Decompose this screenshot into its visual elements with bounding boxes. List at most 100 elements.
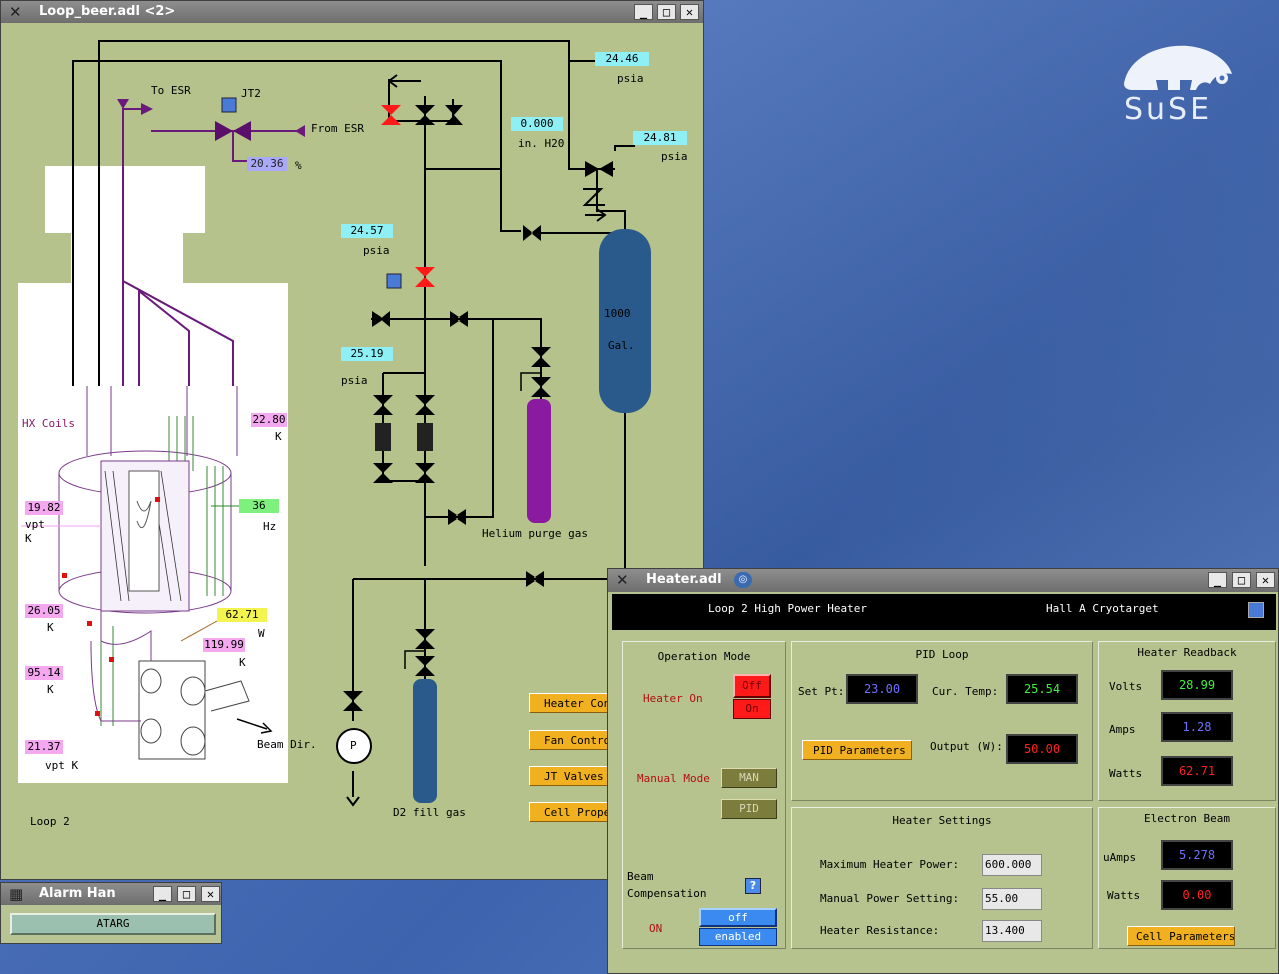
heater-on-label: Heater On: [643, 692, 703, 705]
pump-label: P: [350, 739, 357, 752]
beam-watts-label: Watts: [1107, 889, 1141, 902]
heater-header-icon[interactable]: [1248, 602, 1264, 618]
suse-logo-text: SuSE: [1124, 92, 1213, 127]
cur-temp-readout: 25.54: [1006, 674, 1078, 704]
heater-off-button[interactable]: Off: [733, 674, 771, 698]
max-power-label: Maximum Heater Power:: [820, 858, 960, 871]
max-power-field[interactable]: 600.000: [982, 854, 1042, 876]
pressure-top-unit: psia: [617, 72, 644, 85]
vpt-left-unit-k: K: [25, 532, 32, 545]
cell-parameters-button[interactable]: Cell Parameters: [1127, 926, 1235, 946]
uamps-label: uAmps: [1103, 851, 1137, 864]
pressure-right-unit: psia: [661, 150, 688, 163]
vpt-bottom-readout: 21.37: [25, 740, 63, 754]
from-esr-label: From ESR: [311, 122, 364, 135]
atarg-button[interactable]: ATARG: [10, 913, 216, 935]
pump-icon: [336, 728, 372, 764]
heater-minimize-button[interactable]: _: [1208, 572, 1227, 588]
operation-mode-panel: Operation Mode Heater On Off On Manual M…: [622, 641, 786, 949]
close-button[interactable]: ✕: [680, 4, 699, 20]
heater-control-button[interactable]: Heater Control: [529, 693, 609, 713]
cur-temp-label: Cur. Temp:: [932, 685, 999, 698]
resistance-field[interactable]: 13.400: [982, 920, 1042, 942]
alarm-window-title: Alarm Han: [39, 886, 116, 901]
cell-properties-button[interactable]: Cell Properties: [529, 802, 609, 822]
beam-comp-label-2: Compensation: [627, 887, 707, 900]
beam-dir-label: Beam Dir.: [257, 738, 317, 751]
x-logo-icon: ✕: [9, 3, 22, 21]
minimize-button[interactable]: _: [634, 4, 653, 20]
alarm-maximize-button[interactable]: □: [177, 886, 196, 902]
heater-close-button[interactable]: ✕: [1256, 572, 1275, 588]
pressure-right-readout: 24.81: [633, 131, 687, 145]
to-esr-label: To ESR: [151, 84, 191, 97]
temp-9514-readout: 95.14: [25, 666, 63, 680]
beam-comp-on-status: ON: [649, 922, 663, 935]
electron-beam-panel: Electron Beam uAmps 5.278 Watts 0.00 Cel…: [1098, 807, 1276, 949]
temp-11999-readout: 119.99: [203, 638, 245, 652]
heater-window: ✕ Heater.adl ◎ _ □ ✕ Loop 2 High Power H…: [607, 568, 1279, 974]
suse-small-icon: ◎: [734, 572, 752, 588]
jt-valves-button[interactable]: JT Valves: [529, 766, 609, 786]
manual-power-field[interactable]: 55.00: [982, 888, 1042, 910]
heater-window-titlebar[interactable]: ✕ Heater.adl ◎ _ □ ✕: [608, 569, 1278, 592]
pid-parameters-button[interactable]: PID Parameters: [802, 740, 912, 760]
set-pt-readout: 23.00: [846, 674, 918, 704]
pressure-low-unit: psia: [341, 374, 368, 387]
heater-on-button[interactable]: On: [733, 699, 771, 719]
x-logo-icon: ✕: [616, 571, 629, 589]
alarm-window-titlebar[interactable]: ▦ Alarm Han _ □ ✕: [1, 883, 221, 905]
manual-mode-label: Manual Mode: [637, 772, 710, 785]
jt2-percent-unit: %: [295, 159, 302, 172]
loop-window-title: Loop_beer.adl <2>: [39, 4, 176, 19]
temp-2605-unit: K: [47, 621, 54, 634]
watts-readout: 62.71: [1161, 756, 1233, 786]
heater-watts-readout: 62.71: [217, 608, 267, 622]
uamps-readout: 5.278: [1161, 840, 1233, 870]
pressure-h2o-readout: 0.000: [511, 117, 563, 131]
suse-chameleon-icon: [1124, 45, 1232, 90]
vpt-left-readout: 19.82: [25, 501, 63, 515]
beam-comp-enabled-button[interactable]: enabled: [699, 928, 777, 946]
manual-power-label: Manual Power Setting:: [820, 892, 960, 905]
hx-coils-label: HX Coils: [22, 417, 75, 430]
jt2-percent-readout: 20.36: [247, 157, 287, 171]
resistance-label: Heater Resistance:: [820, 924, 940, 937]
helium-purge-label: Helium purge gas: [482, 527, 588, 540]
heater-maximize-button[interactable]: □: [1232, 572, 1251, 588]
fan-hz-unit: Hz: [263, 520, 277, 533]
alarm-window: ▦ Alarm Han _ □ ✕ ATARG: [0, 882, 222, 944]
operation-mode-title: Operation Mode: [657, 650, 751, 663]
loop2-label: Loop 2: [30, 815, 70, 828]
alarm-minimize-button[interactable]: _: [153, 886, 172, 902]
heater-readback-title: Heater Readback: [1137, 646, 1237, 659]
beam-comp-off-button[interactable]: off: [699, 908, 777, 927]
fan-control-button[interactable]: Fan Control: [529, 730, 609, 750]
vpt-bottom-unit: vpt K: [45, 759, 79, 772]
temp-2605-readout: 26.05: [25, 604, 63, 618]
temp-9514-unit: K: [47, 683, 54, 696]
pressure-h2o-unit: in. H20: [518, 137, 565, 150]
heater-settings-panel: Heater Settings Maximum Heater Power: 60…: [791, 807, 1093, 949]
d2-fill-label: D2 fill gas: [393, 806, 466, 819]
beam-comp-help-button[interactable]: ?: [745, 878, 761, 894]
heater-readback-panel: Heater Readback Volts 28.99 Amps 1.28 Wa…: [1098, 641, 1276, 801]
alarm-close-button[interactable]: ✕: [201, 886, 220, 902]
pressure-top-readout: 24.46: [595, 52, 649, 66]
output-readout: 50.00: [1006, 734, 1078, 764]
tank-1000-gal: [599, 229, 651, 413]
pid-button[interactable]: PID: [721, 799, 777, 819]
man-button[interactable]: MAN: [721, 768, 777, 788]
loop-window-titlebar[interactable]: ✕ Loop_beer.adl <2> _ □ ✕: [1, 1, 703, 23]
set-pt-label: Set Pt:: [798, 685, 845, 698]
amps-label: Amps: [1109, 723, 1136, 736]
pressure-mid-readout: 24.57: [341, 224, 393, 238]
pressure-low-readout: 25.19: [341, 347, 393, 361]
d2-fill-cylinder: [413, 679, 437, 803]
volts-readout: 28.99: [1161, 670, 1233, 700]
pressure-mid-unit: psia: [363, 244, 390, 257]
heater-header-left: Loop 2 High Power Heater: [708, 602, 867, 615]
maximize-button[interactable]: □: [657, 4, 676, 20]
alarm-app-icon: ▦: [9, 885, 24, 903]
temp-11999-unit: K: [239, 656, 246, 669]
